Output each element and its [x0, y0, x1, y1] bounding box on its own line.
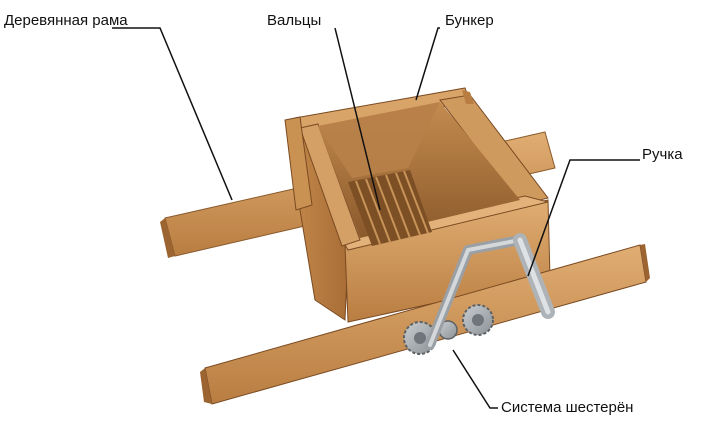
leader-rollers — [334, 27, 381, 211]
label-rollers: Вальцы — [267, 12, 321, 29]
rollers — [348, 170, 432, 246]
leader-gears — [452, 349, 498, 409]
label-handle: Ручка — [642, 146, 683, 163]
leader-frame — [112, 27, 233, 201]
label-frame: Деревянная рама — [4, 12, 128, 29]
hopper-box — [284, 87, 551, 323]
leader-lines — [112, 27, 640, 409]
leader-handle — [527, 159, 640, 277]
crank-handle — [425, 233, 555, 350]
leader-hopper — [415, 27, 440, 101]
label-gears: Система шестерён — [501, 399, 633, 416]
label-hopper: Бункер — [445, 12, 494, 29]
